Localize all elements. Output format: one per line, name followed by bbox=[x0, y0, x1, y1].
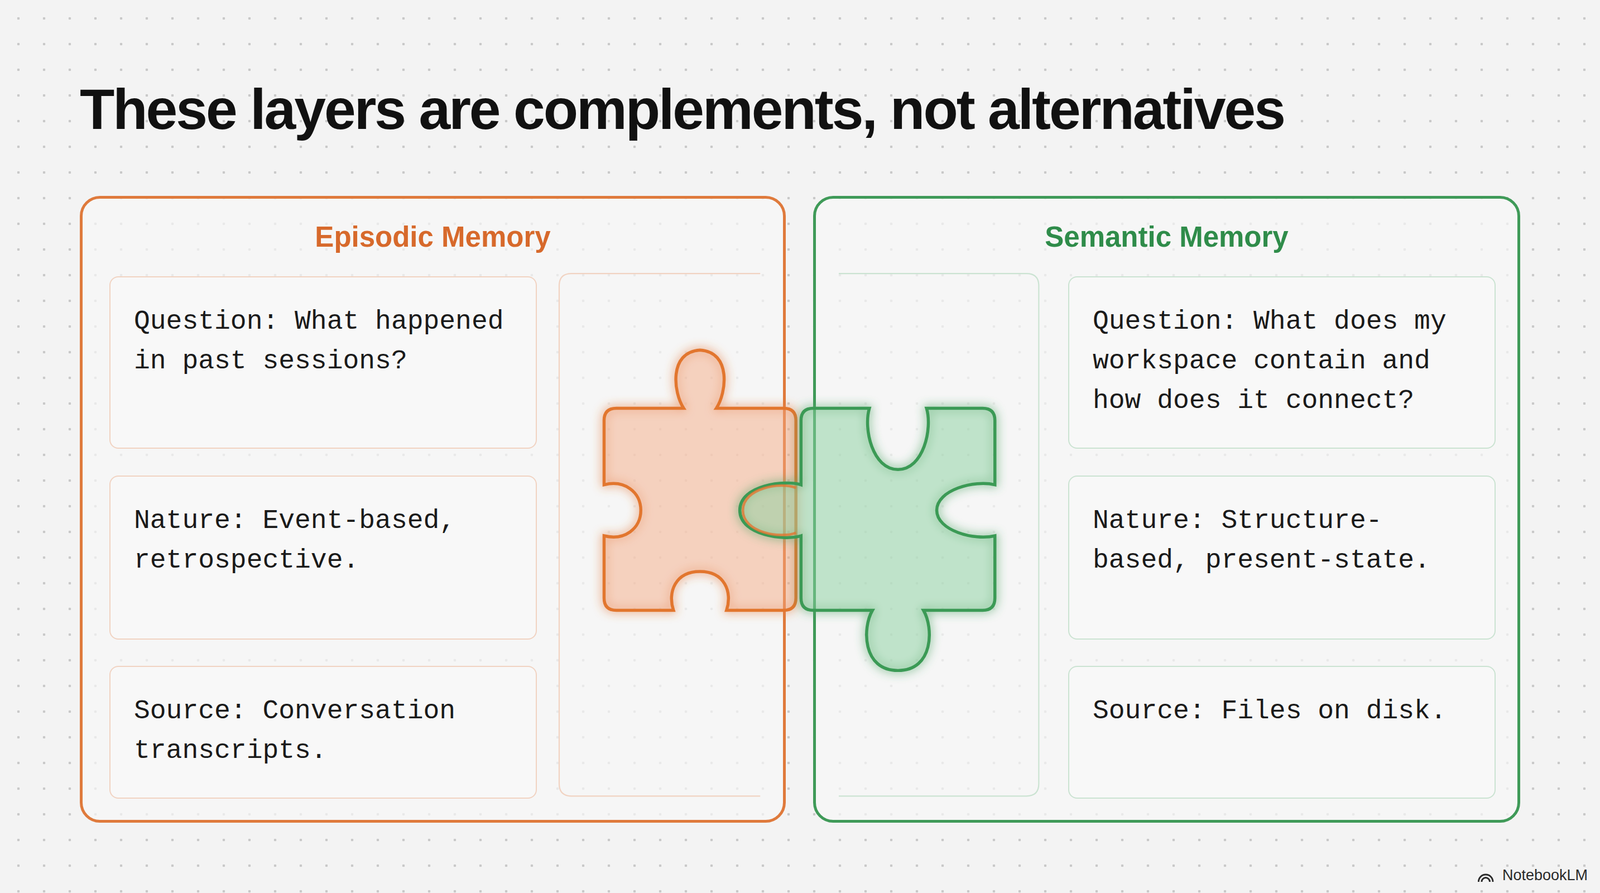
watermark: NotebookLM bbox=[1502, 866, 1588, 884]
panel-heading: Episodic Memory bbox=[82, 219, 783, 255]
card-text: Question: What happened in past sessions… bbox=[133, 301, 514, 382]
info-card: Question: What happened in past sessions… bbox=[109, 276, 537, 449]
puzzle-piece bbox=[740, 407, 996, 671]
card-text: Question: What does my workspace contain… bbox=[1092, 301, 1473, 421]
card-text: Nature: Structure-based, present-state. bbox=[1092, 501, 1473, 581]
memory-panel: Episodic MemoryQuestion: What happened i… bbox=[79, 195, 786, 823]
panel-heading: Semantic Memory bbox=[815, 219, 1518, 255]
logo-icon bbox=[1478, 874, 1493, 882]
memory-panel: Semantic MemoryQuestion: What does my wo… bbox=[813, 195, 1521, 823]
empty-panel bbox=[838, 273, 1039, 796]
info-card: Nature: Event-based, retrospective. bbox=[109, 475, 537, 640]
card-text: Nature: Event-based, retrospective. bbox=[133, 501, 514, 581]
info-card: Question: What does my workspace contain… bbox=[1068, 276, 1496, 449]
diagram-title: These layers are complements, not altern… bbox=[79, 74, 1285, 144]
puzzle-piece bbox=[603, 349, 796, 610]
card-text: Source: Conversation transcripts. bbox=[133, 691, 514, 771]
info-card: Nature: Structure-based, present-state. bbox=[1068, 475, 1496, 640]
info-card: Source: Files on disk. bbox=[1068, 665, 1496, 799]
puzzle-joint bbox=[742, 485, 796, 535]
info-card: Source: Conversation transcripts. bbox=[109, 665, 537, 799]
empty-panel bbox=[559, 273, 761, 796]
card-text: Source: Files on disk. bbox=[1092, 691, 1473, 732]
